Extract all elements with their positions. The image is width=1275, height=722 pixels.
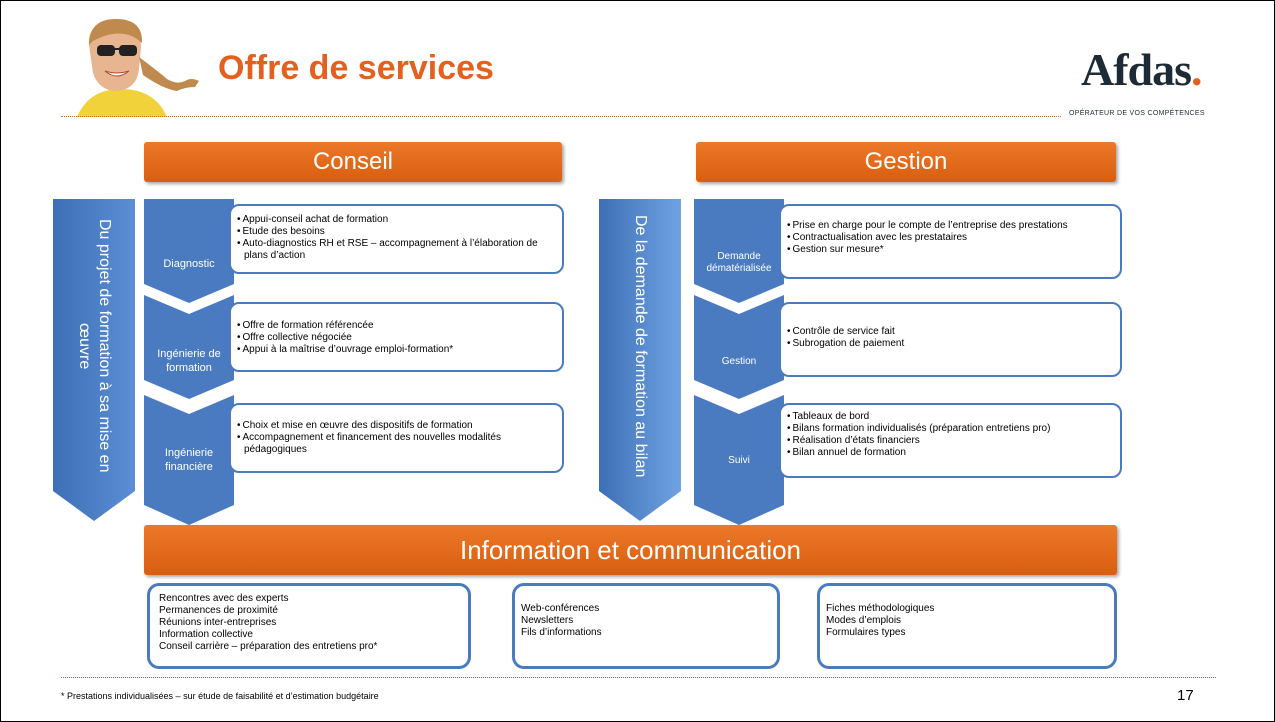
footer-divider	[61, 677, 1216, 678]
demande-box: Prise en charge pour le compte de l’entr…	[779, 204, 1122, 279]
info-box-events: Rencontres avec des experts Permanences …	[147, 583, 471, 669]
suivi-box: Tableaux de bord Bilans formation indivi…	[779, 403, 1122, 478]
list-item: Fiches méthodologiques	[826, 603, 935, 614]
footnote: * Prestations individualisées – sur étud…	[61, 691, 379, 701]
list-item: Formulaires types	[826, 627, 906, 638]
list-item: Appui à la maîtrise d’ouvrage emploi-for…	[237, 344, 556, 356]
list-item: Choix et mise en œuvre des dispositifs d…	[237, 420, 556, 432]
info-box-digital: Web-conférences Newsletters Fils d’infor…	[512, 583, 780, 669]
list-item: Gestion sur mesure*	[787, 244, 1114, 256]
gestion-chevrons	[694, 199, 784, 525]
logo-dot: .	[1191, 44, 1202, 95]
gestion-side-arrow	[599, 199, 681, 521]
list-item: Bilan annuel de formation	[787, 447, 1114, 459]
list-item: Contractualisation avec les prestataires	[787, 232, 1114, 244]
list-item: Rencontres avec des experts	[159, 593, 289, 604]
header-divider	[61, 116, 1061, 117]
list-item: Offre collective négociée	[237, 332, 556, 344]
list-item: Information collective	[159, 629, 253, 640]
step-label-ingenierie-financiere: Ingénierie financière	[164, 447, 214, 473]
step-label-diagnostic: Diagnostic	[163, 258, 215, 270]
page-number: 17	[1177, 687, 1194, 704]
step-label-ingenierie-formation: Ingénierie de formation	[157, 348, 221, 374]
step-label-gestion: Gestion	[721, 356, 757, 367]
list-item: Permanences de proximité	[159, 605, 278, 616]
conseil-side-label: Du projet de formation à sa mise en œuvr…	[76, 219, 113, 473]
list-item: Réunions inter-entreprises	[159, 617, 277, 628]
list-item: Accompagnement et financement des nouvel…	[237, 432, 556, 456]
list-item: Prise en charge pour le compte de l’entr…	[787, 220, 1114, 232]
logo-tagline: OPÉRATEUR DE VOS COMPÉTENCES	[1069, 110, 1205, 117]
list-item: Tableaux de bord	[787, 411, 1114, 423]
page-title: Offre de services	[218, 49, 494, 87]
list-item: Web-conférences	[521, 603, 600, 614]
diagnostic-box: Appui-conseil achat de formation Etude d…	[229, 204, 564, 274]
list-item: Conseil carrière – préparation des entre…	[159, 641, 378, 652]
step-label-suivi: Suivi	[728, 455, 750, 466]
list-item: Bilans formation individualisés (prépara…	[787, 423, 1114, 435]
woman-illustration	[59, 17, 219, 117]
gestion-side-label: De la demande de formation au bilan	[632, 214, 649, 478]
gestion-box: Contrôle de service fait Subrogation de …	[779, 302, 1122, 377]
list-item: Newsletters	[521, 615, 574, 626]
gestion-header: Gestion	[696, 142, 1116, 182]
list-item: Contrôle de service fait	[787, 326, 1114, 338]
list-item: Subrogation de paiement	[787, 338, 1114, 350]
info-box-documents: Fiches méthodologiques Modes d’emplois F…	[817, 583, 1117, 669]
ingenierie-formation-box: Offre de formation référencée Offre coll…	[229, 302, 564, 372]
logo-main: Afdas	[1081, 44, 1192, 95]
conseil-chevrons	[144, 199, 234, 525]
afdas-logo: Afdas.	[1081, 43, 1202, 96]
list-item: Réalisation d’états financiers	[787, 435, 1114, 447]
info-header: Information et communication	[144, 525, 1117, 575]
step-label-demande: Demande dématérialisée	[706, 251, 772, 274]
conseil-header: Conseil	[144, 142, 562, 182]
list-item: Modes d’emplois	[826, 615, 902, 626]
ingenierie-financiere-box: Choix et mise en œuvre des dispositifs d…	[229, 403, 564, 473]
conseil-side-arrow	[53, 199, 135, 521]
list-item: Fils d’informations	[521, 627, 602, 638]
list-item: Offre de formation référencée	[237, 320, 556, 332]
list-item: Auto-diagnostics RH et RSE – accompagnem…	[237, 238, 556, 262]
list-item: Etude des besoins	[237, 226, 556, 238]
list-item: Appui-conseil achat de formation	[237, 214, 556, 226]
